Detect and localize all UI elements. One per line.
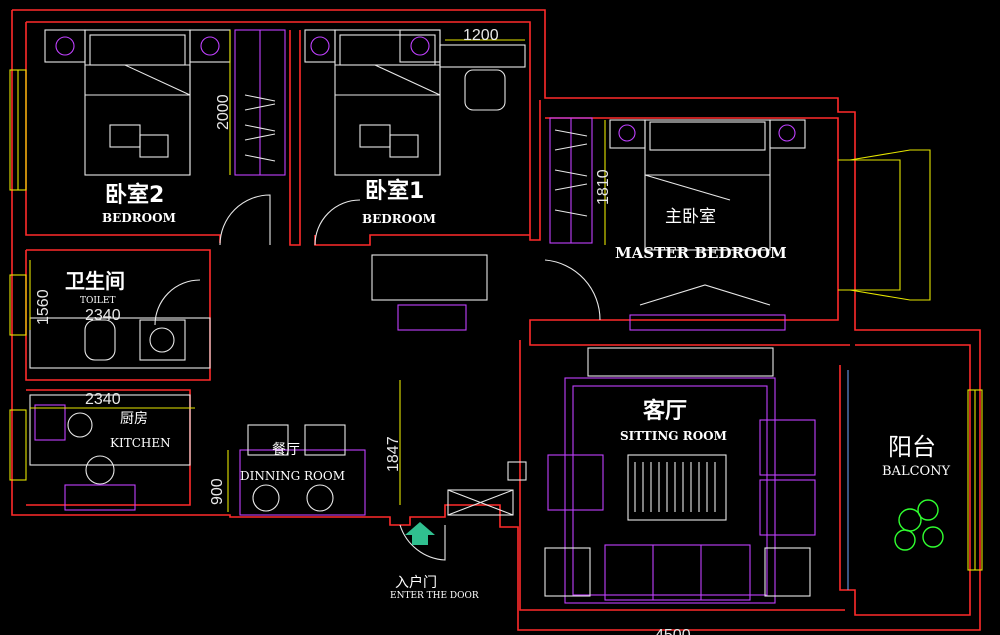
master-en-label: MASTER BEDROOM [615, 244, 787, 262]
entry-arrow-icon [405, 522, 435, 545]
dim-bed2-length: 2000 [215, 94, 232, 130]
windows [9, 69, 983, 571]
hall-furniture [371, 254, 527, 516]
master-cn-label: 主卧室 [665, 207, 716, 227]
entry-cn-label: 入户门 [395, 574, 437, 591]
sitting-cn-label: 客厅 [643, 398, 687, 424]
bedroom2-en-label: BEDROOM [102, 211, 176, 225]
master-furniture [549, 117, 806, 331]
dim-master-wardrobe: 1810 [595, 169, 612, 205]
sitting-en-label: SITTING ROOM [620, 429, 727, 443]
dining-furniture [227, 380, 401, 516]
balcony-plant [894, 499, 944, 551]
dim-dining-height: 1847 [385, 436, 402, 472]
dim-kitchen-width: 2340 [85, 391, 121, 408]
toilet-fixtures [29, 260, 211, 369]
dining-cn-label: 餐厅 [272, 442, 300, 458]
balcony-en-label: BALCONY [882, 464, 951, 479]
dim-toilet-height: 1560 [35, 289, 52, 325]
doors [154, 194, 601, 561]
dining-en-label: DINNING ROOM [240, 469, 345, 483]
kitchen-fixtures [29, 394, 195, 511]
dim-overall-bottom: 4500 [655, 627, 691, 635]
bedroom1-cn-label: 卧室1 [365, 178, 424, 204]
entry-en-label: ENTER THE DOOR [390, 591, 479, 601]
balcony-cn-label: 阳台 [888, 433, 936, 461]
kitchen-en-label: KITCHEN [110, 436, 171, 450]
toilet-en-label: TOILET [80, 296, 116, 306]
toilet-cn-label: 卫生间 [65, 269, 125, 293]
dim-bed1-width: 1200 [463, 27, 499, 44]
bedroom1-furniture [304, 29, 526, 176]
bedroom1-en-label: BEDROOM [362, 212, 436, 226]
dim-dining-gap: 900 [209, 478, 226, 505]
bedroom2-cn-label: 卧室2 [105, 182, 164, 208]
kitchen-cn-label: 厨房 [120, 411, 148, 427]
sitting-furniture [544, 347, 849, 604]
dim-toilet-width: 2340 [85, 307, 121, 324]
bedroom2-furniture [44, 29, 286, 176]
